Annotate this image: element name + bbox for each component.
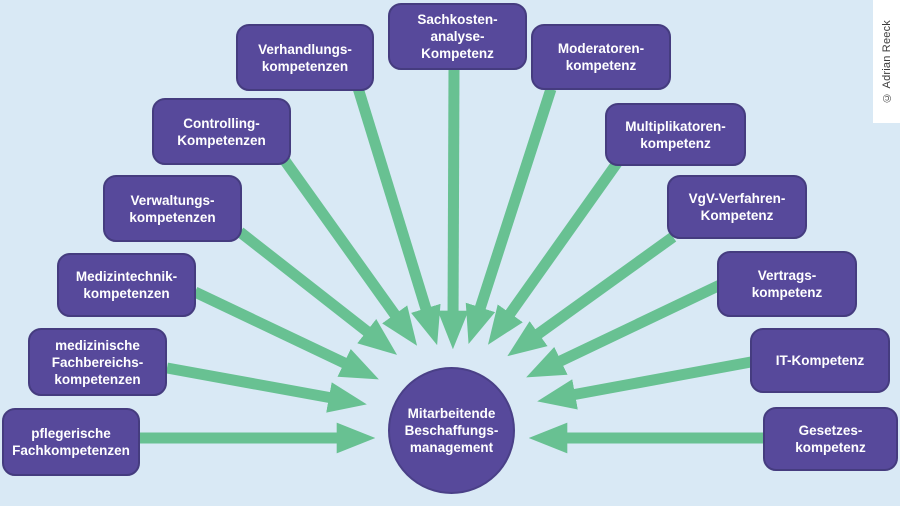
node-label: Gesetzes- kompetenz: [795, 423, 866, 455]
arrow-controlling: [278, 154, 418, 346]
node-it-kompetenz: IT-Kompetenz: [750, 328, 890, 393]
arrow-sachkostenanalyse: [437, 67, 469, 350]
arrow-vgv-verfahren: [507, 232, 677, 357]
node-label: medizinische Fachbereichs- kompetenzen: [51, 337, 144, 387]
node-label: Verwaltungs- kompetenzen: [129, 192, 216, 225]
node-label: IT-Kompetenz: [775, 353, 865, 368]
node-label: Controlling- Kompetenzen: [177, 115, 266, 148]
credit-strip: © Adrian Reeck: [873, 0, 900, 123]
arrow-multiplikatoren: [487, 159, 622, 345]
node-verwaltungs-kompetenzen: Verwaltungs- kompetenzen: [103, 175, 242, 242]
center-node-mitarbeitende-beschaffungsmanagement: Mitarbeitende Beschaffungs- management: [388, 367, 515, 494]
node-label: Sachkosten- analyse- Kompetenz: [417, 12, 498, 61]
node-moderatoren-kompetenz: Moderatoren- kompetenz: [531, 24, 671, 90]
node-label: VgV-Verfahren- Kompetenz: [688, 191, 786, 223]
arrow-medizinische-fachbereichs: [166, 362, 367, 413]
arrow-medizintechnik: [192, 287, 379, 380]
arrow-verwaltungs: [236, 227, 398, 355]
center-node-label: Mitarbeitende Beschaffungs- management: [404, 406, 499, 455]
node-gesetzes-kompetenz: Gesetzes- kompetenz: [763, 407, 898, 471]
arrow-verhandlungs: [352, 86, 441, 346]
credit-text: © Adrian Reeck: [880, 19, 893, 104]
node-label: Vertrags- kompetenz: [751, 268, 823, 300]
node-multiplikatoren-kompetenz: Multiplikatoren- kompetenz: [605, 103, 746, 166]
arrow-vertrags: [526, 280, 723, 378]
node-vgv-verfahren-kompetenz: VgV-Verfahren- Kompetenz: [667, 175, 807, 239]
node-vertrags-kompetenz: Vertrags- kompetenz: [717, 251, 857, 317]
arrow-it: [537, 356, 752, 410]
node-pflegerische-fachkompetenzen: pflegerische Fachkompetenzen: [2, 408, 140, 476]
node-controlling-kompetenzen: Controlling- Kompetenzen: [152, 98, 291, 165]
node-label: Medizintechnik- kompetenzen: [75, 269, 178, 301]
node-label: Verhandlungs- kompetenzen: [258, 41, 352, 74]
node-medizintechnik-kompetenzen: Medizintechnik- kompetenzen: [57, 253, 196, 317]
node-verhandlungs-kompetenzen: Verhandlungs- kompetenzen: [236, 24, 374, 91]
arrow-moderatoren: [465, 87, 557, 345]
node-label: Moderatoren- kompetenz: [557, 41, 645, 73]
node-sachkostenanalyse-kompetenz: Sachkosten- analyse- Kompetenz: [388, 3, 527, 70]
node-label: pflegerische Fachkompetenzen: [12, 426, 130, 458]
node-medizinische-fachbereichs-kompetenzen: medizinische Fachbereichs- kompetenzen: [28, 328, 167, 396]
node-label: Multiplikatoren- kompetenz: [625, 118, 726, 151]
